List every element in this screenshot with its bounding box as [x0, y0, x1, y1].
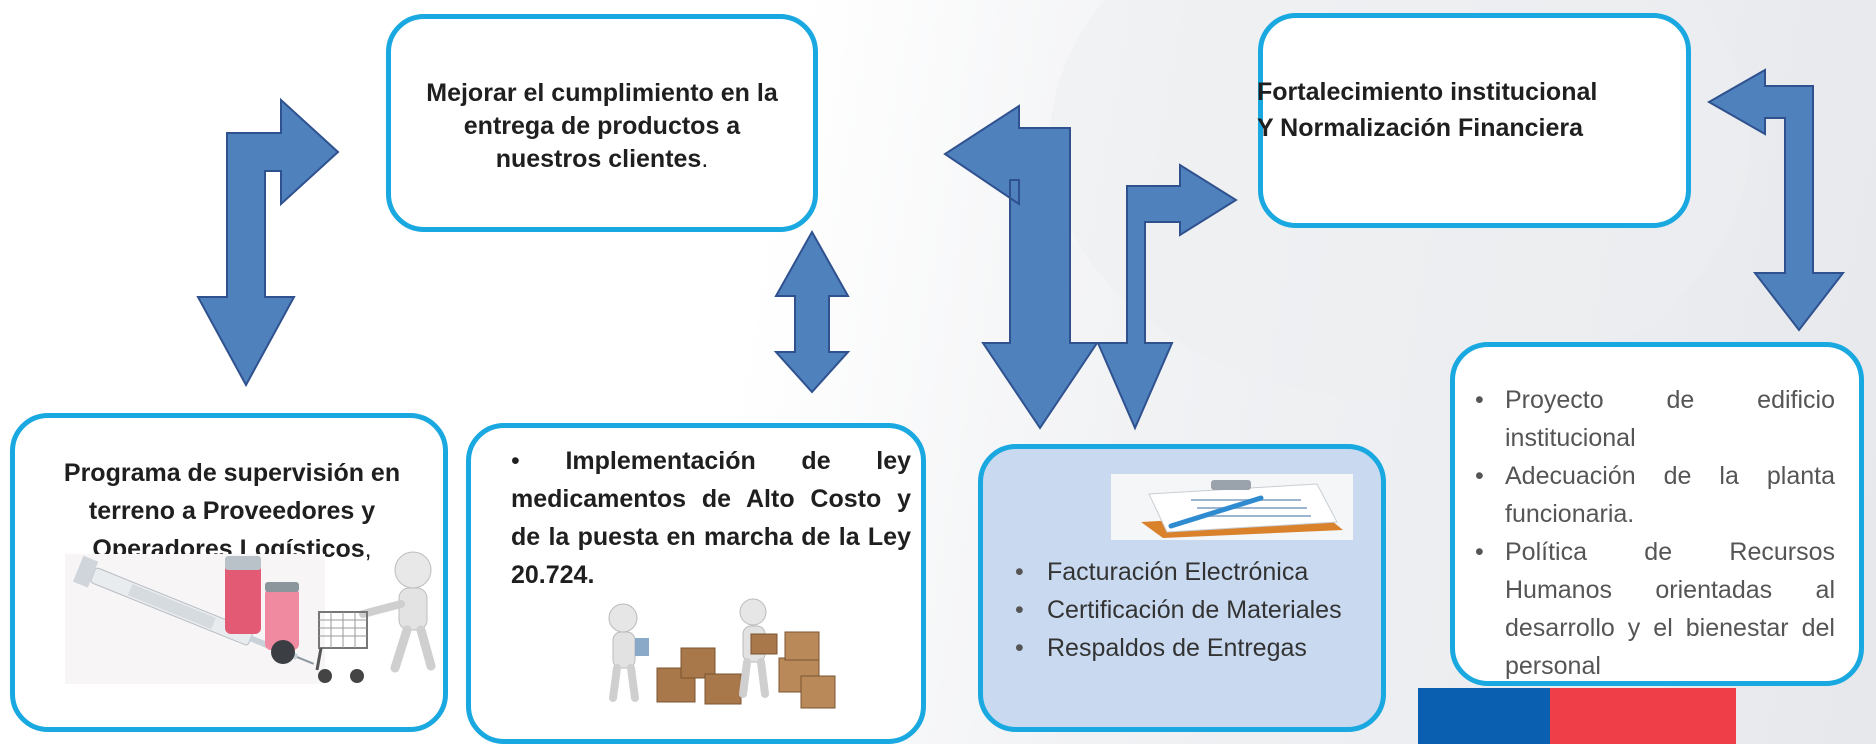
program-supervision-suffix: ,: [364, 535, 372, 563]
list-item: Certificación de Materiales: [1005, 591, 1375, 629]
law-box-high-cost: • Implementación de ley medicamentos de …: [466, 423, 926, 744]
law-bullet: •: [511, 447, 520, 475]
list-item: Proyecto de edificio institucional: [1465, 381, 1835, 457]
process-box-billing: Facturación Electrónica Certificación de…: [978, 444, 1386, 732]
list-item: Respaldos de Entregas: [1005, 629, 1375, 667]
institutional-list: Proyecto de edificio institucional Adecu…: [1465, 381, 1835, 685]
list-item: Adecuación de la planta funcionaria.: [1465, 457, 1835, 533]
workers-boxes-icon: [608, 598, 836, 709]
syringe-vials-icon: [65, 554, 325, 684]
shopping-cart-figure-icon: [315, 551, 436, 683]
billing-list: Facturación Electrónica Certificación de…: [1005, 553, 1375, 667]
goal-box-institutional-title: Fortalecimiento institucional Y Normaliz…: [1257, 74, 1677, 146]
goal-delivery-suffix: .: [701, 145, 709, 173]
institutional-line-1: Fortalecimiento institucional: [1257, 78, 1598, 106]
goal-delivery-text: Mejorar el cumplimiento en la entrega de…: [426, 79, 778, 173]
goal-box-delivery-title: Mejorar el cumplimiento en la entrega de…: [411, 77, 793, 176]
bent-arrow-left: [196, 97, 340, 388]
project-box-institutional: Proyecto de edificio institucional Adecu…: [1450, 342, 1864, 686]
flag-red: [1550, 688, 1736, 744]
bent-arrow-down-to-blue: [943, 104, 1099, 430]
bent-arrow-up-to-right: [1096, 163, 1238, 431]
flag-blue: [1418, 688, 1550, 744]
list-item: Política de Recursos Humanos orientadas …: [1465, 533, 1835, 685]
goal-box-delivery: Mejorar el cumplimiento en la entrega de…: [386, 14, 818, 232]
program-box-supervision: Programa de supervisión en terreno a Pro…: [10, 413, 448, 732]
list-item: Facturación Electrónica: [1005, 553, 1375, 591]
bent-arrow-right: [1706, 68, 1846, 332]
law-text: Implementación de ley medicamentos de Al…: [511, 447, 912, 589]
goal-box-institutional: Fortalecimiento institucional Y Normaliz…: [1257, 13, 1691, 228]
double-arrow-center: [773, 229, 851, 394]
law-high-cost-title: • Implementación de ley medicamentos de …: [511, 442, 911, 594]
clipboard-pen-icon: [1111, 474, 1353, 540]
institutional-line-2: Y Normalización Financiera: [1257, 114, 1584, 142]
